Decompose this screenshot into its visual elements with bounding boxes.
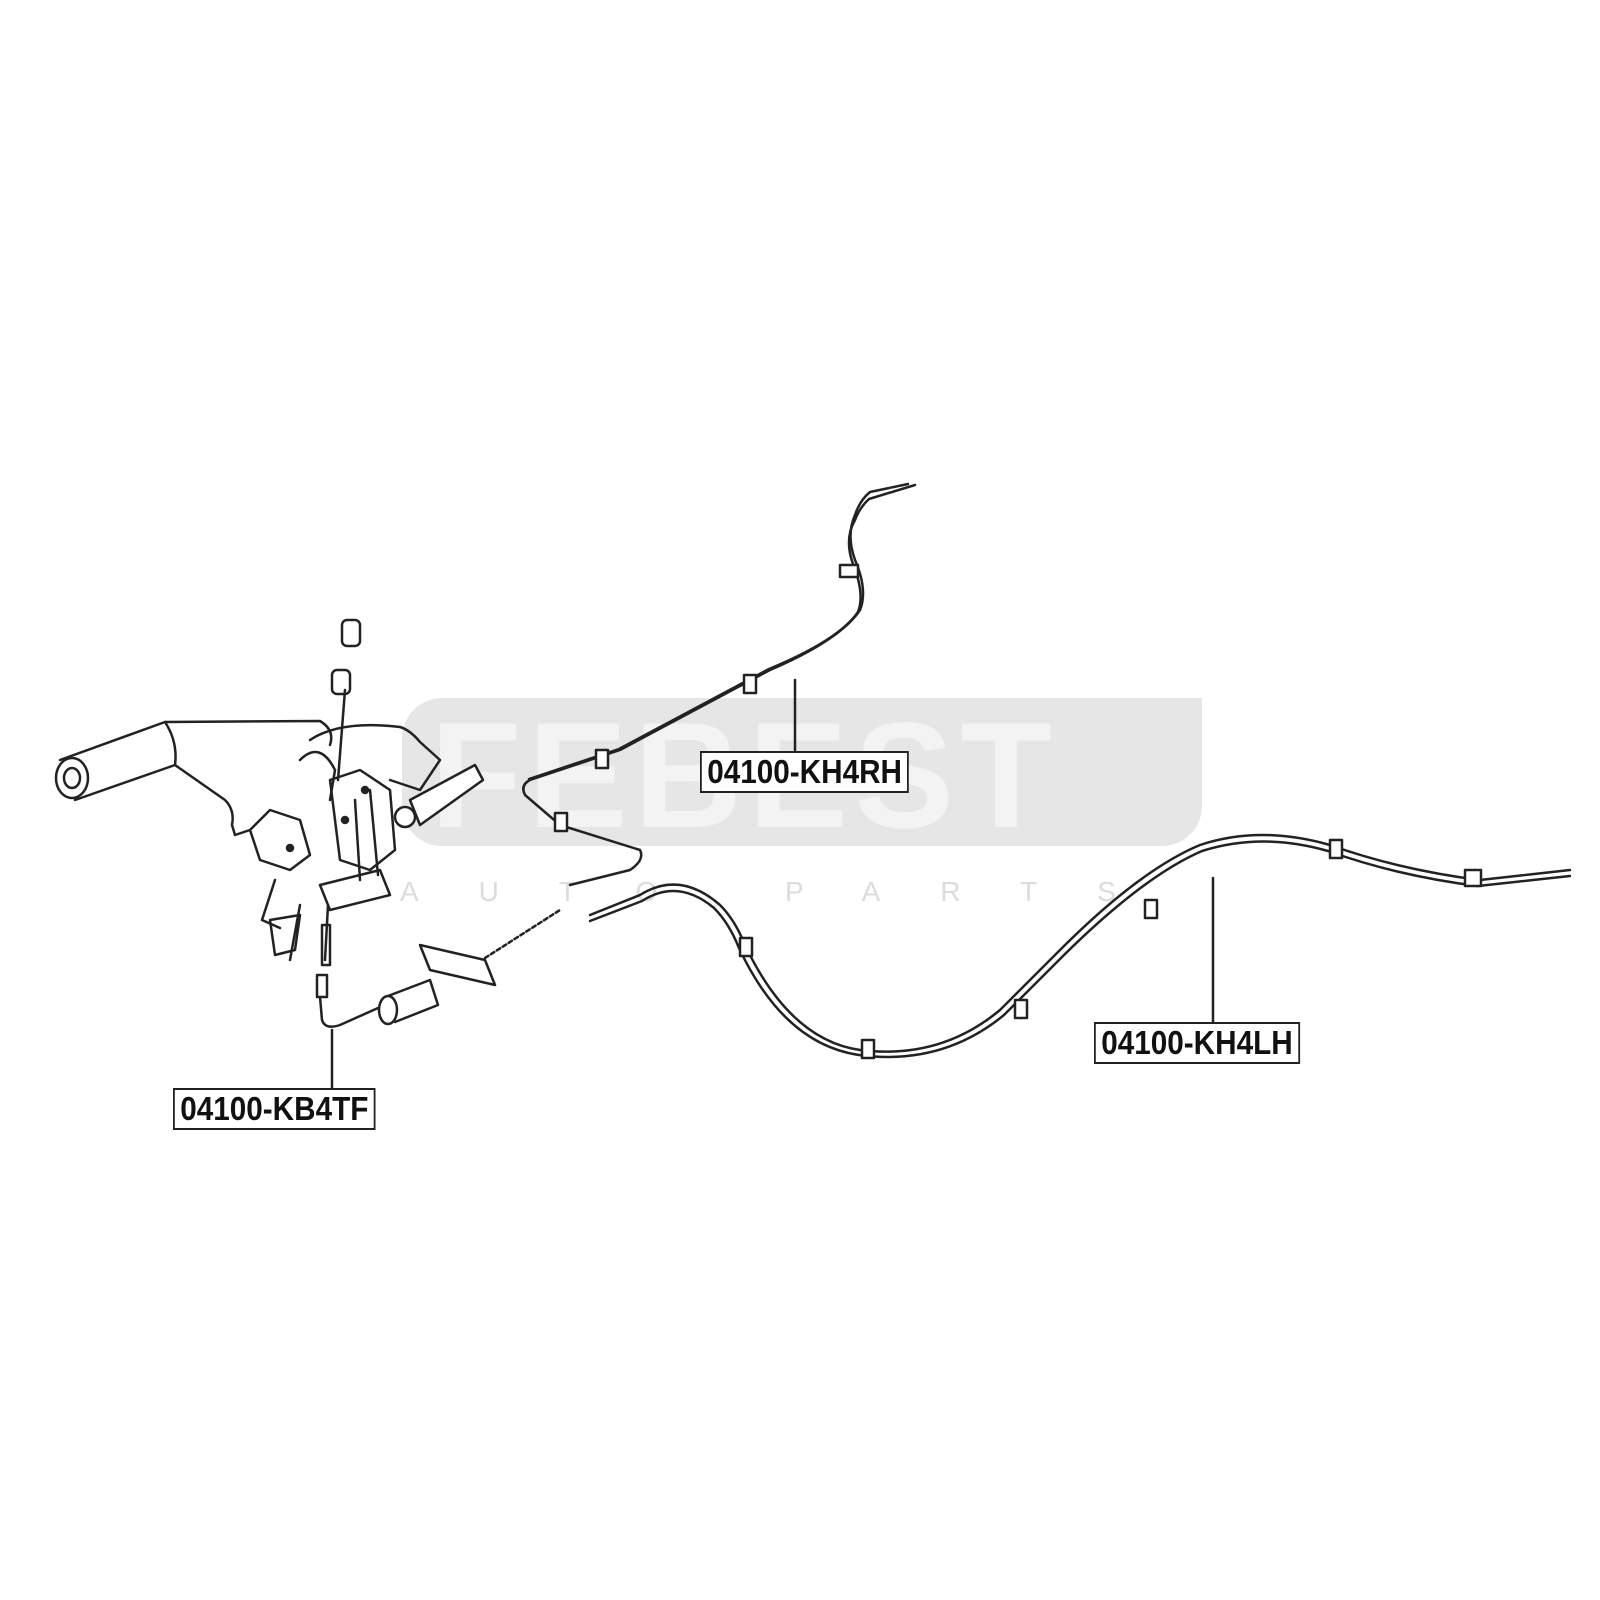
left-rear-cable xyxy=(588,833,1572,1060)
small-parts xyxy=(260,618,362,967)
right-rear-cable xyxy=(522,482,917,887)
part-label-left-cable[interactable]: 04100-KH4LH xyxy=(1094,1022,1300,1064)
watermark-tagline: AUTO PARTS xyxy=(400,876,1176,907)
front-cable xyxy=(315,908,562,1028)
part-label-right-cable[interactable]: 04100-KH4RH xyxy=(700,751,910,793)
part-label-front-cable[interactable]: 04100-KB4TF xyxy=(173,1088,376,1130)
parking-brake-lever xyxy=(54,719,485,912)
